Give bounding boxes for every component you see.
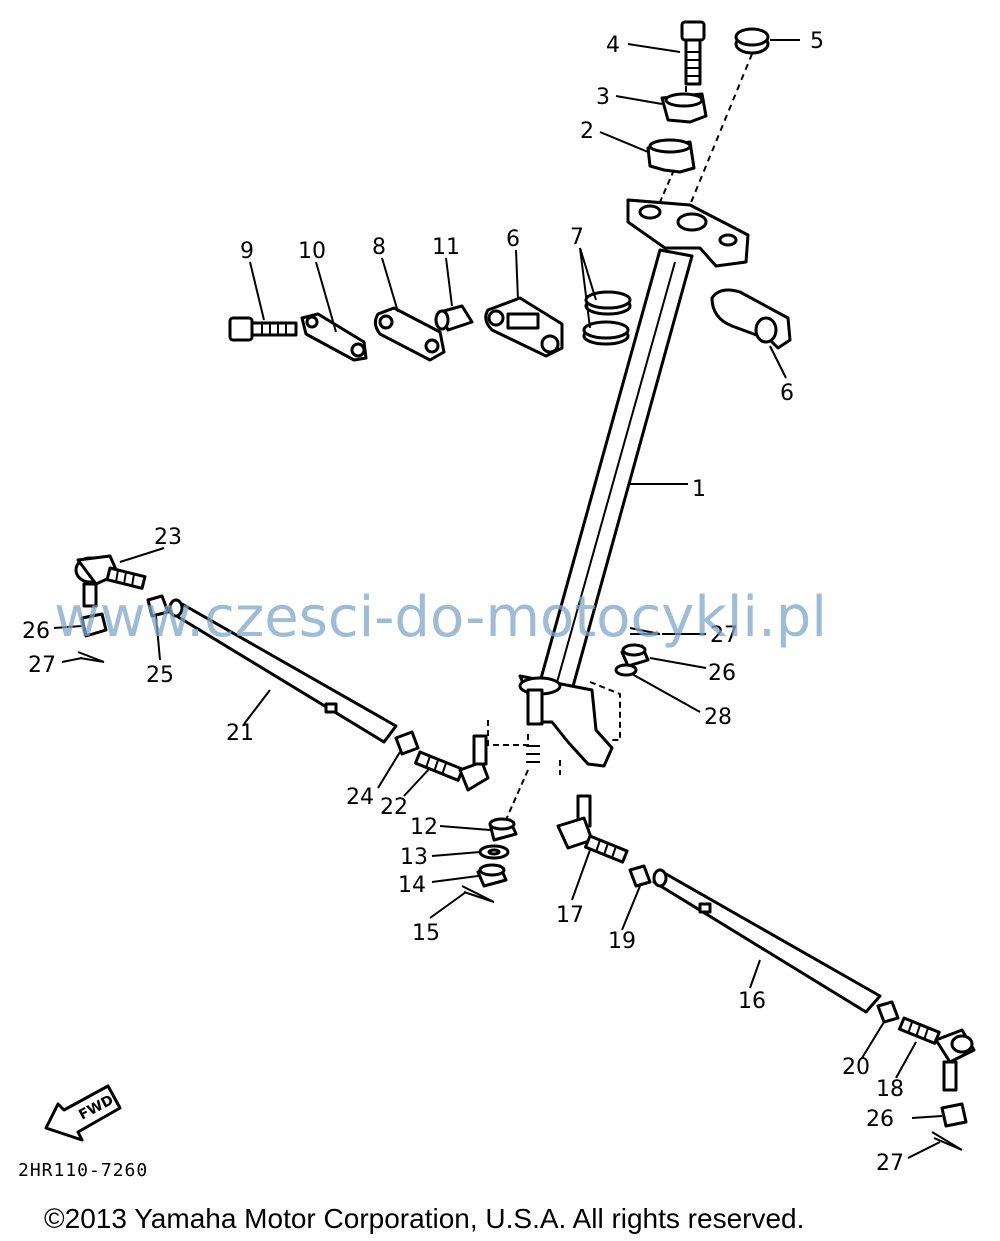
tie-rod-end-18 <box>898 1016 976 1092</box>
label-28: 28 <box>704 705 732 730</box>
nut-20 <box>876 1000 900 1024</box>
label-25: 25 <box>146 663 174 688</box>
bushings-7 <box>582 290 632 346</box>
label-27-right: 27 <box>876 1151 904 1176</box>
bolt-9 <box>228 316 298 342</box>
label-20: 20 <box>842 1055 870 1080</box>
label-21: 21 <box>226 721 254 746</box>
align-line <box>589 681 621 741</box>
label-16: 16 <box>738 989 766 1014</box>
cotter-pin-27-left <box>77 651 105 663</box>
label-2: 2 <box>580 119 594 144</box>
nut-24 <box>394 730 420 756</box>
nut-26-right <box>940 1102 968 1128</box>
cotter-pin-15 <box>461 885 495 903</box>
align-line <box>659 169 675 203</box>
tie-rod-21 <box>168 598 398 744</box>
plate-8 <box>373 306 446 362</box>
watermark: www.czesci-do-motocykli.pl <box>54 585 827 650</box>
label-12: 12 <box>410 815 438 840</box>
tie-rod-end-22 <box>414 734 490 792</box>
clamp-6-right <box>710 288 792 350</box>
label-14: 14 <box>398 873 426 898</box>
nut-25 <box>146 594 170 618</box>
label-26-left: 26 <box>22 619 50 644</box>
label-26-mid: 26 <box>708 661 736 686</box>
forward-arrow-icon: FWD <box>44 1084 122 1142</box>
washer-28 <box>614 663 638 677</box>
nut-12 <box>488 817 518 842</box>
washer-13 <box>478 844 510 860</box>
nut-14 <box>476 863 508 888</box>
label-27-mid: 27 <box>710 623 738 648</box>
part-labels: 1 2 3 4 5 6 6 7 8 9 10 11 12 13 14 15 16… <box>22 29 904 1176</box>
tie-rod-end-17 <box>556 794 629 864</box>
leader-lines <box>53 39 943 1159</box>
label-17: 17 <box>556 903 584 928</box>
cotter-pin-27-mid <box>629 627 661 635</box>
pitman-arm <box>518 674 614 768</box>
label-10: 10 <box>298 239 326 264</box>
align-line <box>487 720 561 775</box>
label-19: 19 <box>608 929 636 954</box>
clamp-6-left <box>484 296 564 358</box>
nut-26-left <box>80 612 108 638</box>
label-6-right: 6 <box>780 381 794 406</box>
label-9: 9 <box>240 239 254 264</box>
tie-rod-16 <box>652 868 882 1014</box>
handlebar-holder-upper <box>660 92 708 124</box>
label-15: 15 <box>412 921 440 946</box>
label-18: 18 <box>876 1077 904 1102</box>
plate-10 <box>300 312 368 362</box>
cotter-pin-27-right <box>931 1131 963 1151</box>
label-13: 13 <box>400 845 428 870</box>
label-23: 23 <box>154 525 182 550</box>
align-line <box>504 769 529 823</box>
label-26-right: 26 <box>866 1107 894 1132</box>
label-3: 3 <box>596 85 610 110</box>
label-6-left: 6 <box>506 227 520 252</box>
collar-11 <box>434 304 474 332</box>
label-1: 1 <box>692 477 706 502</box>
tie-rod-end-23 <box>74 554 147 608</box>
nut-26-mid <box>620 643 650 668</box>
label-5: 5 <box>810 29 824 54</box>
align-line <box>689 53 753 206</box>
label-4: 4 <box>606 33 620 58</box>
label-11: 11 <box>432 235 460 260</box>
copyright-text: ©2013 Yamaha Motor Corporation, U.S.A. A… <box>44 1203 804 1234</box>
nut-19 <box>628 864 652 888</box>
handlebar-holder-lower <box>646 138 696 174</box>
label-8: 8 <box>372 235 386 260</box>
label-7: 7 <box>570 225 584 250</box>
label-24: 24 <box>346 785 374 810</box>
label-27-left: 27 <box>28 653 56 678</box>
bolt-4 <box>680 20 706 86</box>
diagram-code: 2HR110-7260 <box>18 1160 148 1181</box>
label-22: 22 <box>380 795 408 820</box>
upper-column-bracket <box>626 198 750 268</box>
cap-5 <box>734 27 770 55</box>
